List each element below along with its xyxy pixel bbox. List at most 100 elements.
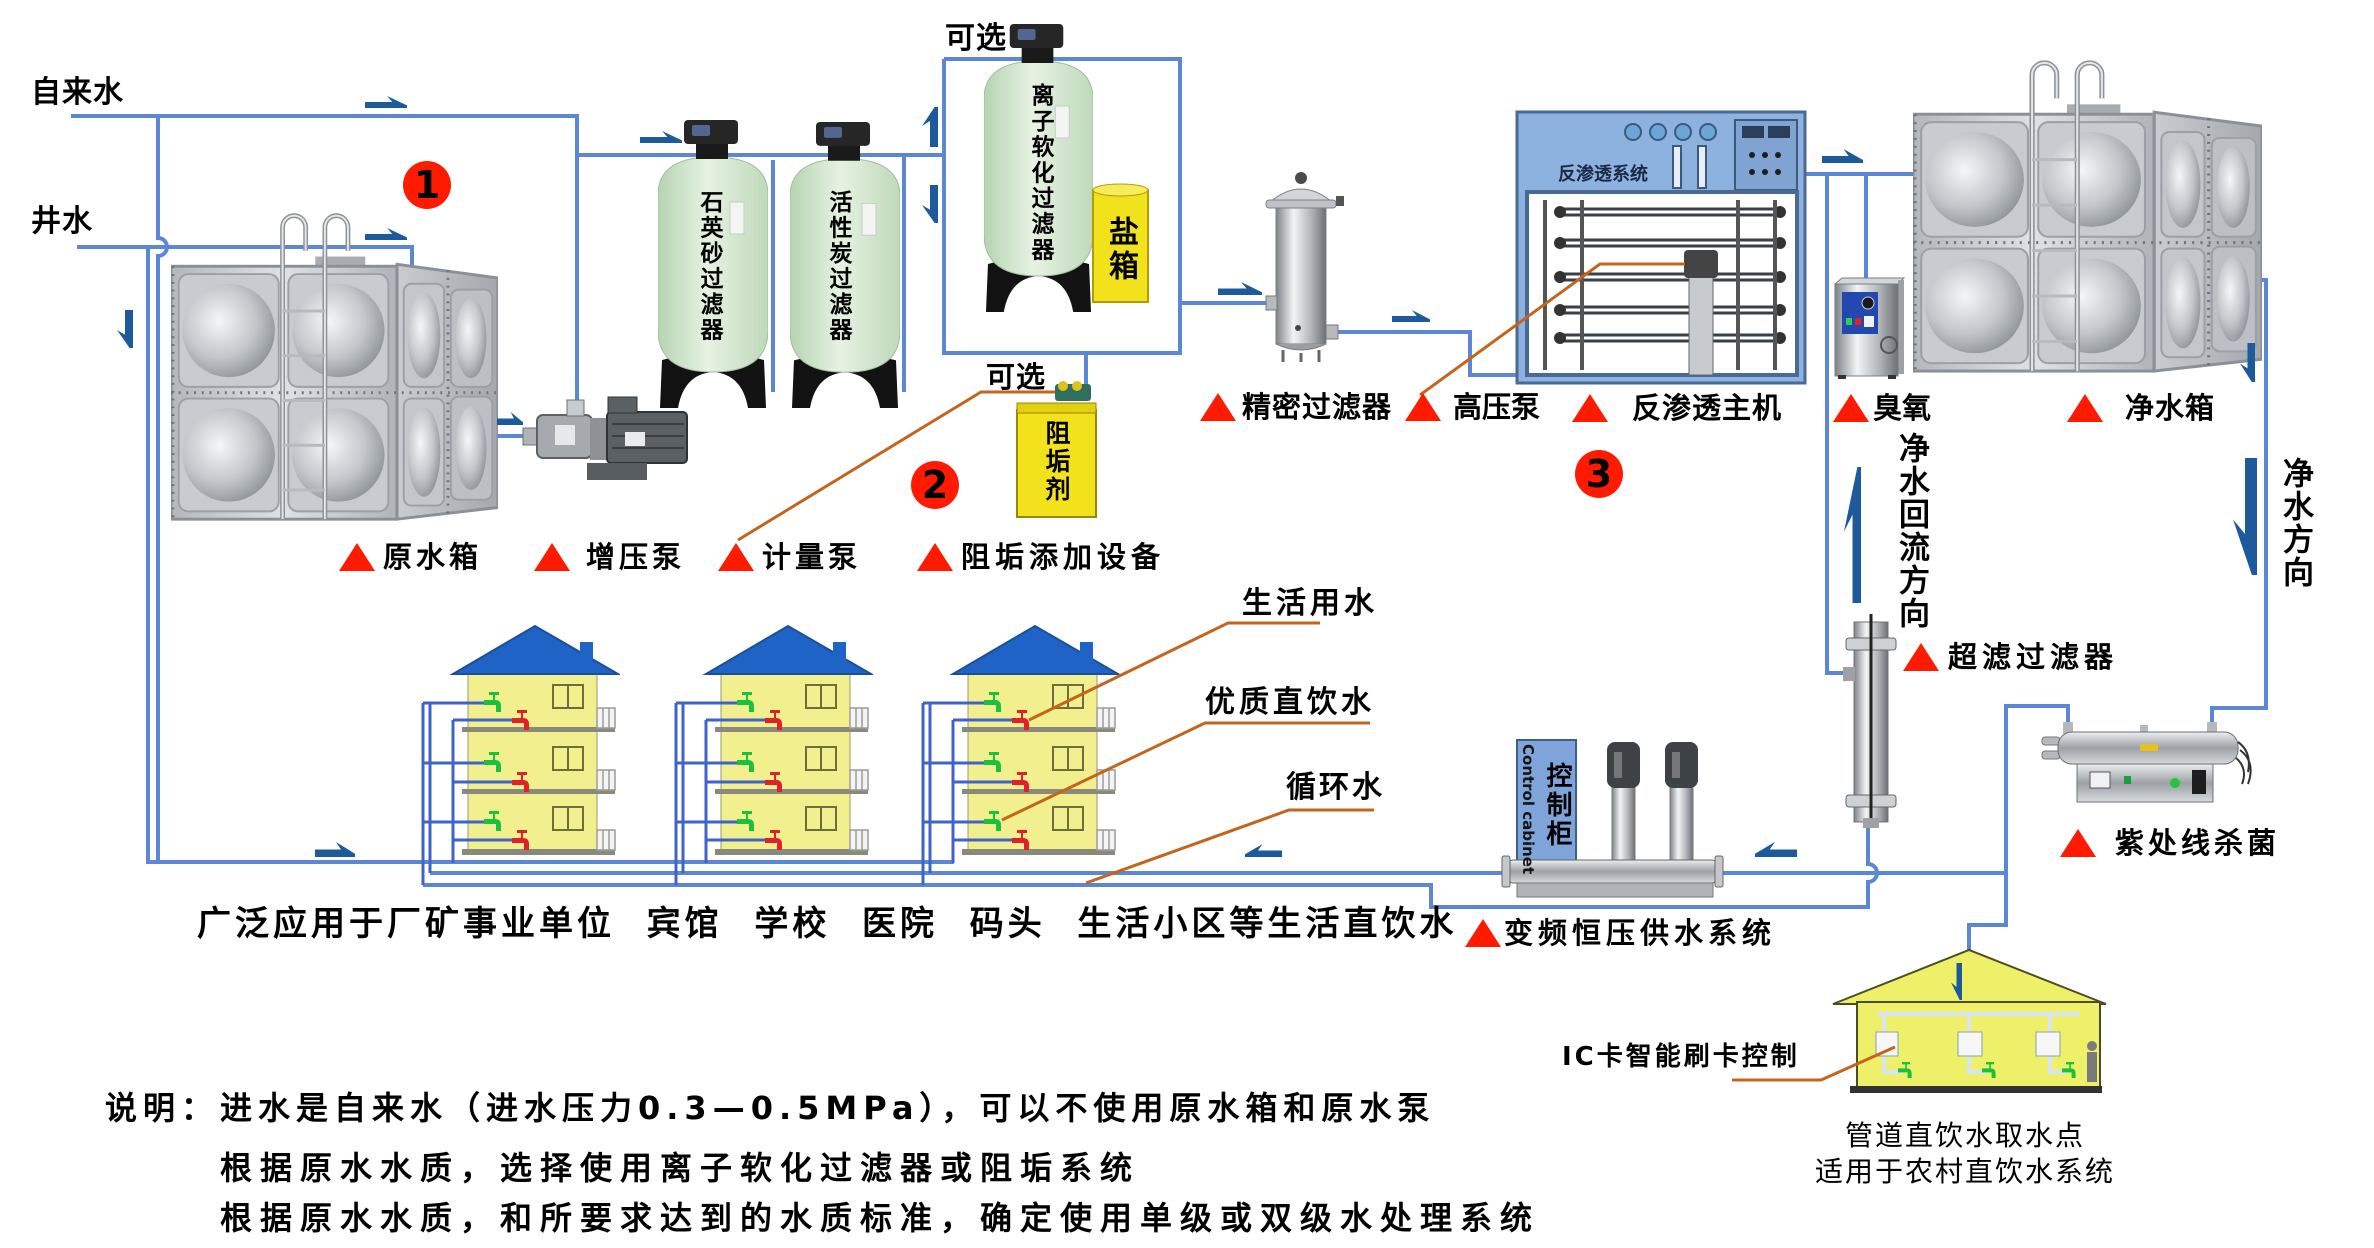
flow-arrow-right-icon	[365, 228, 407, 240]
softener-bypass-frame	[942, 57, 1182, 355]
village-pipes	[1878, 1012, 2080, 1074]
flow-arrow-right-icon	[1822, 149, 1863, 163]
control-cabinet-en-text: Control cabinet	[1519, 744, 1537, 875]
card-dispensers	[1875, 1031, 2061, 1057]
uv-sterilizer	[2041, 722, 2252, 803]
pressure-gauges	[1624, 123, 1717, 141]
supply-pump-2	[1665, 742, 1698, 863]
direct-drinking-water-callout: 优质直饮水	[1205, 685, 1375, 720]
outlet-header	[1504, 859, 1721, 884]
notes-line-2: 根据原水水质，选择使用离子软化过滤器或阻垢系统	[220, 1149, 1141, 1187]
raw-water-tank-label: 原水箱	[383, 540, 483, 574]
constant-pressure-supply-label: 变频恒压供水系统	[1504, 916, 1777, 950]
booster-pump-marker-icon	[534, 543, 570, 571]
circulation-return-pipe	[423, 826, 1879, 909]
village-caption-line1: 管道直饮水取水点	[1844, 1119, 2085, 1152]
well-water-label: 井水	[31, 204, 93, 239]
precision-filter	[1265, 172, 1344, 362]
metering-pump-label: 计量泵	[762, 540, 862, 574]
high-pressure-pump-leader	[1419, 262, 1685, 397]
precision-to-ro-pipe	[1338, 330, 1518, 377]
metering-pump-marker-icon	[718, 543, 754, 571]
clean-flow-arrow-down-icon	[2233, 458, 2257, 575]
ro-unit-label: 反渗透主机	[1632, 391, 1783, 425]
uv-sterilizer-marker-icon	[2060, 829, 2096, 857]
flow-arrow-right-icon	[1392, 310, 1430, 322]
well-water-pipe	[77, 245, 414, 268]
uf-filter-marker-icon	[1903, 643, 1939, 671]
step-badge-2: 2	[911, 461, 959, 509]
flow-arrow-right-icon	[497, 412, 523, 425]
antiscalant-tank	[1016, 402, 1097, 518]
return-flow-label: 净水回流方向	[1893, 432, 1929, 630]
uv-sterilizer-label: 紫处线杀菌	[2115, 826, 2281, 860]
raw-water-tank	[171, 216, 498, 519]
antiscalant-dosing-marker-icon	[917, 543, 953, 571]
circulating-water-callout: 循环水	[1286, 770, 1385, 805]
clean-water-tank-marker-icon	[2067, 394, 2103, 422]
flow-arrow-right-icon	[365, 96, 407, 108]
flow-arrow-right-icon	[315, 842, 355, 857]
high-pressure-pump-marker-icon	[1405, 393, 1441, 421]
softener-optional-tag: 可选	[945, 21, 1007, 56]
softener-text: 离子软化过滤器	[1027, 83, 1053, 263]
ic-card-leader	[1732, 1045, 1896, 1082]
inlet-header	[1516, 882, 1714, 898]
ro-unit	[1515, 110, 1807, 385]
precision-filter-marker-icon	[1200, 393, 1236, 421]
ro-manifolds	[1543, 200, 1777, 370]
raw-water-tank-marker-icon	[339, 543, 375, 571]
clean-tank-outlet-pipe	[2210, 278, 2268, 724]
quartz-filter-text: 石英砂过滤器	[696, 190, 722, 343]
antiscalant-text: 阻垢剂	[1042, 420, 1071, 504]
village-caption-line2: 适用于农村直饮水系统	[1814, 1155, 2115, 1188]
high-pressure-pump-label: 高压泵	[1453, 390, 1541, 424]
constant-pressure-system	[1501, 739, 1724, 898]
person-figure	[2087, 1041, 2097, 1082]
return-flow-pipe	[1825, 174, 1845, 675]
membrane-rack	[1525, 190, 1799, 377]
circulating-water-leader	[1085, 808, 1374, 885]
salt-tank-text: 盐箱	[1103, 216, 1138, 284]
domestic-water-leader	[1028, 621, 1320, 722]
ro-control-panel	[1734, 119, 1798, 191]
metering-pump-leader	[737, 390, 1055, 542]
membrane-tubes	[1560, 207, 1780, 343]
ozone-marker-icon	[1833, 394, 1869, 422]
supply-pump-1	[1607, 742, 1640, 863]
control-cabinet-text: 控制柜	[1542, 762, 1572, 849]
flow-arrow-left-icon	[1755, 842, 1797, 857]
booster-pump	[522, 396, 688, 480]
uv-outlet-pipe	[1967, 704, 2070, 1016]
notes-prefix: 说明：	[105, 1089, 220, 1127]
clean-water-tank	[1913, 63, 2262, 371]
flow-arrow-left-icon	[1245, 844, 1282, 857]
carbon-filter-text: 活性炭过滤器	[825, 190, 851, 343]
building-3	[923, 626, 1118, 885]
ro-panel-title: 反渗透系统	[1558, 164, 1648, 185]
metering-pump	[1055, 381, 1091, 401]
clean-water-tank-label: 净水箱	[2125, 391, 2216, 425]
tap-water-bypass-pipe	[156, 116, 169, 862]
clean-flow-label: 净水方向	[2277, 457, 2313, 589]
domestic-water-callout: 生活用水	[1242, 586, 1378, 621]
ic-card-control-label: IC卡智能刷卡控制	[1562, 1042, 1800, 1072]
flow-arrow-up-icon	[922, 107, 938, 147]
village-house	[1832, 948, 2107, 1093]
step-badge-3: 3	[1575, 450, 1623, 498]
notes-line-3: 根据原水水质，和所要求达到的水质标准，确定使用单级或双级水处理系统	[220, 1199, 1541, 1237]
precision-filter-label: 精密过滤器	[1242, 390, 1393, 424]
tap-water-main-pipe	[71, 114, 579, 400]
ro-unit-marker-icon	[1572, 394, 1608, 422]
uf-filter	[1843, 614, 1897, 828]
notes-line-1: 进水是自来水（进水压力0.3—0.5MPa），可以不使用原水箱和原水泵	[220, 1089, 1436, 1127]
antiscalant-optional-tag: 可选	[986, 360, 1047, 394]
flow-arrow-down-icon	[117, 310, 133, 348]
uf-filter-label: 超滤过滤器	[1948, 640, 2119, 674]
leader-lines	[737, 262, 1896, 1082]
flow-arrow-down-icon	[922, 185, 938, 223]
constant-pressure-supply-marker-icon	[1465, 919, 1501, 947]
return-flow-arrow-up-icon	[1844, 467, 1861, 603]
